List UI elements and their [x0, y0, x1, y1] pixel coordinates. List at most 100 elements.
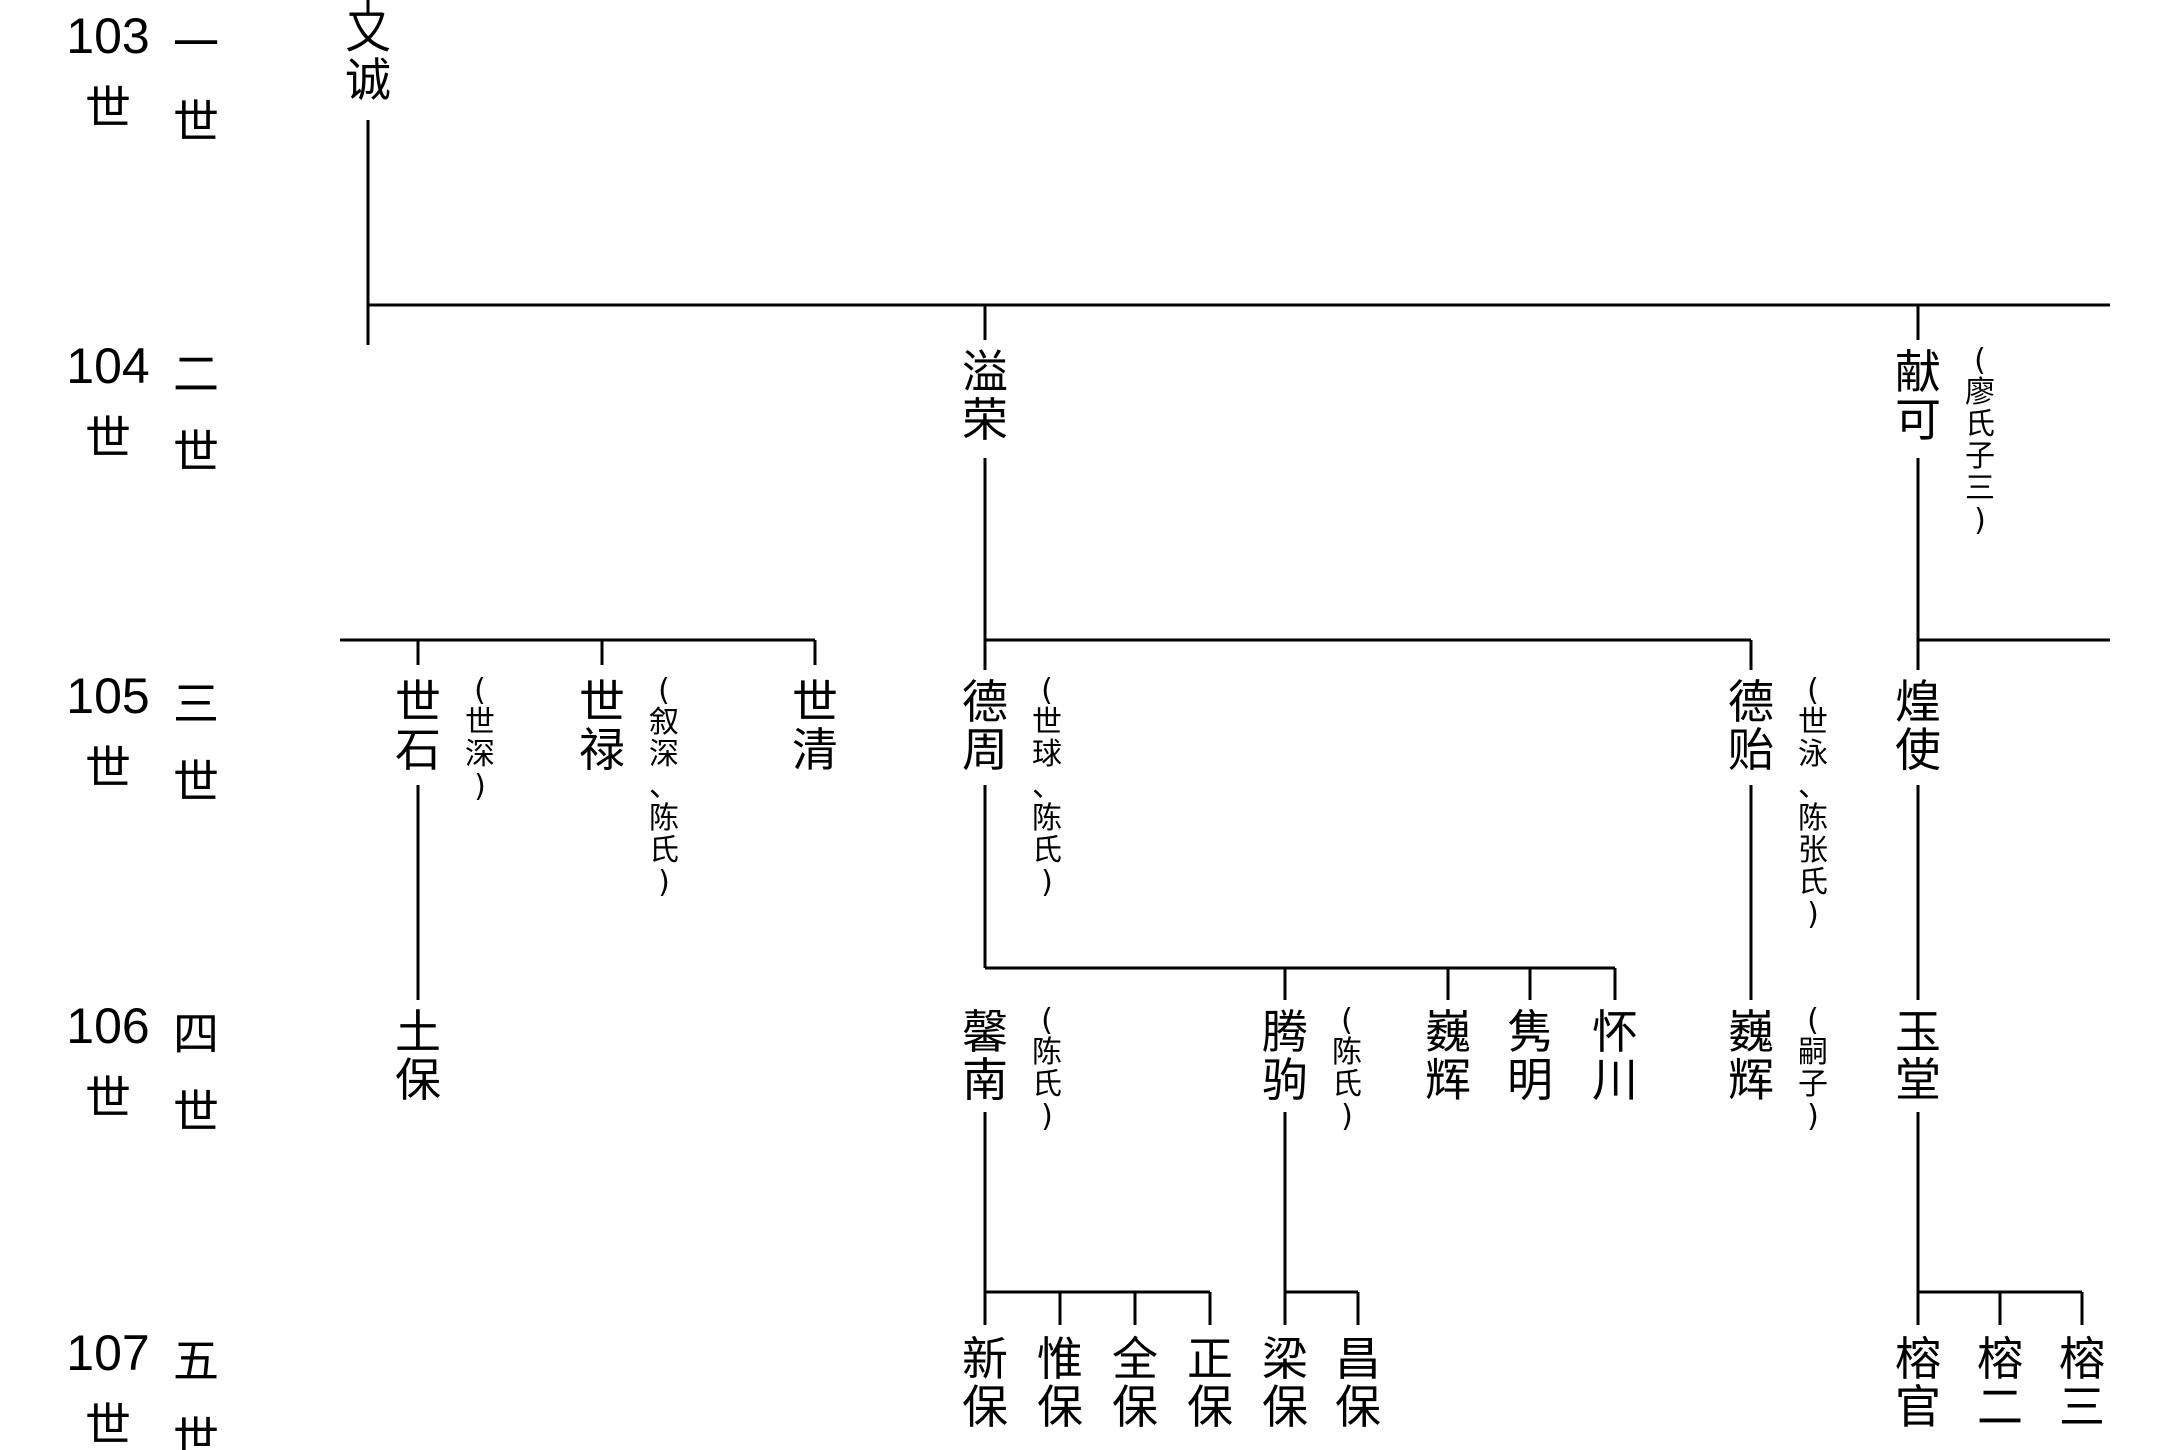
- generation-shi-text: 世: [85, 1398, 131, 1450]
- person-zhengbao: 正保: [1187, 1332, 1233, 1434]
- generation-number: 104: [66, 338, 149, 394]
- person-name-text: 新保: [962, 1332, 1008, 1434]
- person-shilu: 世禄(叙深、陈氏): [579, 673, 679, 900]
- person-yutang: 玉堂: [1895, 1005, 1941, 1107]
- generation-shi: 世: [85, 411, 131, 465]
- person-name: 正保: [1187, 1332, 1233, 1434]
- person-name: 梁保: [1262, 1332, 1308, 1434]
- person-name-text: 怀川: [1592, 1005, 1638, 1107]
- generation-number: 107: [66, 1325, 149, 1381]
- person-name: 世石: [395, 675, 441, 777]
- person-shiqing: 世清: [792, 675, 838, 777]
- person-name: 惟保: [1037, 1332, 1083, 1434]
- person-name-text: 德贻: [1728, 675, 1774, 777]
- generation-shi-text: 世: [85, 1071, 131, 1125]
- person-name-text: 全保: [1112, 1332, 1158, 1434]
- person-note: (陈氏): [1032, 1003, 1062, 1134]
- person-name: 全保: [1112, 1332, 1158, 1434]
- person-name-text: 德周: [962, 675, 1008, 777]
- generation-number: 106: [66, 998, 149, 1054]
- person-note: (陈氏): [1332, 1003, 1362, 1134]
- person-name: 馨南: [962, 1005, 1008, 1107]
- generation-shi: 世: [85, 1398, 131, 1450]
- person-huangshi: 煌使: [1895, 675, 1941, 777]
- generation-number: 103: [66, 8, 149, 64]
- person-name: 新保: [962, 1332, 1008, 1434]
- person-note: (世泳、陈张氏): [1798, 673, 1828, 932]
- generation-label-106: 106 世四世: [66, 998, 219, 1139]
- person-name-text: 世石: [395, 675, 441, 777]
- generation-label-107: 107 世五世: [66, 1325, 219, 1450]
- person-name-text: 正保: [1187, 1332, 1233, 1434]
- person-name-text: 煌使: [1895, 675, 1941, 777]
- generation-number: 105: [66, 668, 149, 724]
- person-name: 煌使: [1895, 675, 1941, 777]
- person-youcheng: 又诚: [345, 5, 391, 107]
- person-tubao: 土保: [395, 1005, 441, 1107]
- person-huaichuan: 怀川: [1592, 1005, 1638, 1107]
- person-name: 世清: [792, 675, 838, 777]
- person-name-text: 土保: [395, 1005, 441, 1107]
- person-name-text: 惟保: [1037, 1332, 1083, 1434]
- generation-order: 五世: [173, 1334, 219, 1450]
- person-rongsan: 榕三: [2059, 1332, 2105, 1434]
- person-name-text: 馨南: [962, 1005, 1008, 1107]
- person-dezhou: 德周(世球、陈氏): [962, 673, 1062, 900]
- person-name: 腾驹: [1262, 1005, 1308, 1107]
- generation-order-text: 四世: [173, 1007, 219, 1139]
- person-name: 巍辉: [1728, 1005, 1774, 1107]
- person-liangbao: 梁保: [1262, 1332, 1308, 1434]
- person-name: 榕二: [1977, 1332, 2023, 1434]
- generation-label-105: 105 世三世: [66, 668, 219, 809]
- person-name-text: 巍辉: [1728, 1005, 1774, 1107]
- person-name: 昌保: [1335, 1332, 1381, 1434]
- generation-shi-text: 世: [85, 411, 131, 465]
- person-name-text: 献可: [1895, 345, 1941, 447]
- person-xianke: 献可 (廖氏子三): [1895, 343, 1995, 538]
- person-name-text: 隽明: [1507, 1005, 1553, 1107]
- person-weibao: 惟保: [1037, 1332, 1083, 1434]
- person-name-text: 榕官: [1895, 1332, 1941, 1434]
- person-name: 世禄: [579, 675, 625, 777]
- person-weihui1: 巍辉: [1425, 1005, 1471, 1107]
- generation-shi-text: 世: [85, 741, 131, 795]
- person-name: 溢荣: [962, 345, 1008, 447]
- person-name: 德贻: [1728, 675, 1774, 777]
- person-note: (世深): [465, 673, 495, 804]
- person-note: (嗣子): [1798, 1003, 1828, 1134]
- person-note: (廖氏子三): [1965, 343, 1995, 538]
- person-name: 榕三: [2059, 1332, 2105, 1434]
- generation-order: 一世: [173, 17, 219, 149]
- generation-shi: 世: [85, 741, 131, 795]
- generation-order-text: 三世: [173, 677, 219, 809]
- generation-shi-text: 世: [85, 81, 131, 135]
- person-quanbao: 全保: [1112, 1332, 1158, 1434]
- person-name: 玉堂: [1895, 1005, 1941, 1107]
- person-name-text: 梁保: [1262, 1332, 1308, 1434]
- generation-order: 二世: [173, 347, 219, 479]
- generation-label-104: 104 世二世: [66, 338, 219, 479]
- person-rongguan: 榕官: [1895, 1332, 1941, 1434]
- person-name-text: 巍辉: [1425, 1005, 1471, 1107]
- generation-shi: 世: [85, 1071, 131, 1125]
- person-name: 土保: [395, 1005, 441, 1107]
- person-yirong: 溢荣: [962, 345, 1008, 447]
- person-deyi: 德贻 (世泳、陈张氏): [1728, 673, 1828, 932]
- person-juanming: 隽明: [1507, 1005, 1553, 1107]
- person-name: 献可: [1895, 345, 1941, 447]
- person-name: 德周: [962, 675, 1008, 777]
- person-name-text: 玉堂: [1895, 1005, 1941, 1107]
- person-xinbao: 新保: [962, 1332, 1008, 1434]
- person-name-text: 腾驹: [1262, 1005, 1308, 1107]
- person-weihui2: 巍辉 (嗣子): [1728, 1003, 1828, 1134]
- person-name: 怀川: [1592, 1005, 1638, 1107]
- person-ronger: 榕二: [1977, 1332, 2023, 1434]
- person-name: 隽明: [1507, 1005, 1553, 1107]
- person-name: 巍辉: [1425, 1005, 1471, 1107]
- generation-order-text: 二世: [173, 347, 219, 479]
- person-tengju: 腾驹 (陈氏): [1262, 1003, 1362, 1134]
- generation-order: 三世: [173, 677, 219, 809]
